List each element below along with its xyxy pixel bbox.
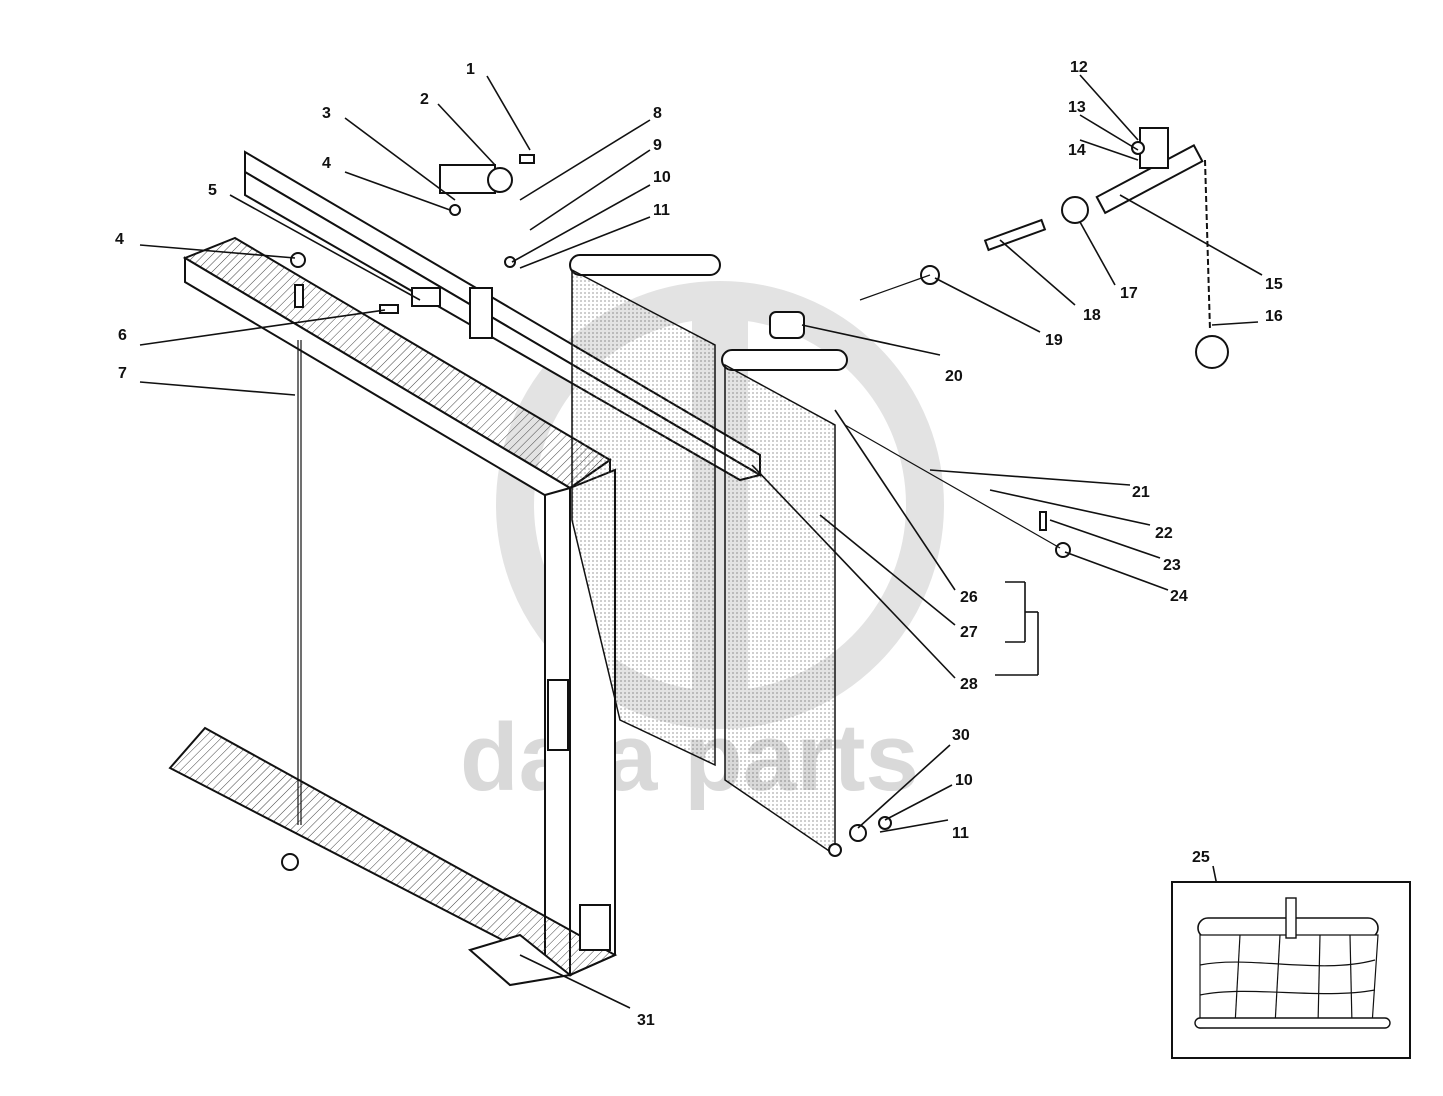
- callout-18: 18: [1083, 307, 1101, 324]
- roller-blind-curtain-icon: [569, 254, 721, 767]
- callout-11: 11: [952, 825, 969, 842]
- callout-7: 7: [118, 365, 127, 382]
- callout-12: 12: [1070, 59, 1088, 76]
- callout-31: 31: [637, 1012, 655, 1029]
- callout-25: 25: [1192, 849, 1210, 866]
- callout-19: 19: [1045, 332, 1063, 349]
- callout-6: 6: [118, 327, 127, 344]
- callout-16: 16: [1265, 308, 1283, 325]
- callout-20: 20: [945, 368, 963, 385]
- callout-2: 2: [420, 91, 429, 108]
- callout-21: 21: [1132, 484, 1150, 501]
- callout-10: 10: [653, 169, 671, 186]
- roller-blind-curtain-icon: [721, 349, 848, 857]
- callout-labels: 1 2 3 4 4 5 6 7 8 9 10 11 12 13 14 15 16…: [115, 59, 1283, 1029]
- control-cable-icon: [844, 274, 1061, 549]
- callout-23: 23: [1163, 557, 1181, 574]
- callout-8: 8: [653, 105, 662, 122]
- callout-4: 4: [322, 155, 331, 172]
- callout-15: 15: [1265, 276, 1283, 293]
- callout-1: 1: [466, 61, 475, 78]
- callout-5: 5: [208, 182, 217, 199]
- callout-27: 27: [960, 624, 978, 641]
- pull-chain-with-ring-icon: [1195, 159, 1229, 369]
- callout-17: 17: [1120, 285, 1138, 302]
- detail-inset-blind-icon: [1171, 881, 1411, 1059]
- callout-9: 9: [653, 137, 662, 154]
- callout-13: 13: [1068, 99, 1086, 116]
- callout-22: 22: [1155, 525, 1173, 542]
- callout-11: 11: [653, 202, 670, 219]
- callout-26: 26: [960, 589, 978, 606]
- callout-28: 28: [960, 676, 978, 693]
- callout-14: 14: [1068, 142, 1086, 159]
- callout-24: 24: [1170, 588, 1188, 605]
- callout-3: 3: [322, 105, 331, 122]
- callout-10: 10: [955, 772, 973, 789]
- callout-4: 4: [115, 231, 124, 248]
- callout-30: 30: [952, 727, 970, 744]
